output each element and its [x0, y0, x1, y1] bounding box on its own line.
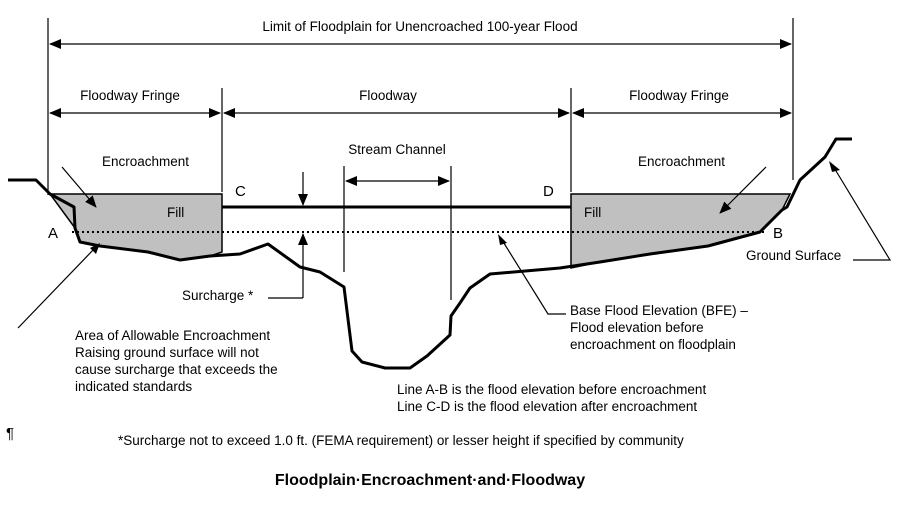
fringe-right-label: Floodway Fringe [629, 88, 729, 103]
fringe-left-label: Floodway Fringe [80, 88, 180, 103]
allowable-line-2: Raising ground surface will not [75, 345, 259, 360]
line-cd-note: Line C-D is the flood elevation after en… [397, 399, 697, 414]
stream-channel-label: Stream Channel [348, 142, 446, 157]
bfe-line-3: encroachment on floodplain [570, 337, 736, 352]
point-c-label: C [235, 183, 246, 200]
encroachment-left-label: Encroachment [102, 154, 189, 169]
encroachment-right-leader [719, 166, 767, 214]
allowable-leader [17, 247, 96, 329]
allowable-line-1: Area of Allowable Encroachment [75, 328, 270, 343]
point-b-label: B [773, 225, 783, 242]
bfe-line-1: Base Flood Elevation (BFE) – [570, 303, 748, 318]
line-ab-note: Line A-B is the flood elevation before e… [397, 382, 706, 397]
allowable-line-4: indicated standards [75, 379, 192, 394]
allowable-arrowhead [90, 243, 100, 254]
point-d-label: D [543, 183, 554, 200]
floodplain-limit-label: Limit of Floodplain for Unencroached 100… [262, 19, 577, 34]
ground-surface-label: Ground Surface [746, 248, 841, 263]
diagram-title: Floodplain·Encroachment·and·Floodway [275, 472, 585, 489]
floodway-label: Floodway [359, 88, 417, 103]
pilcrow-mark: ¶ [6, 425, 14, 442]
ground-surface-arrowhead [829, 161, 840, 172]
fill-right-label: Fill [584, 205, 601, 220]
fill-left-label: Fill [167, 205, 184, 220]
surcharge-label: Surcharge * [182, 288, 254, 303]
bfe-line-2: Flood elevation before [570, 320, 704, 335]
bfe-leader [501, 239, 566, 315]
ground-surface-leader [832, 165, 892, 261]
footnote-text: *Surcharge not to exceed 1.0 ft. (FEMA r… [118, 433, 684, 448]
encroachment-right-label: Encroachment [638, 154, 725, 169]
point-a-label: A [48, 225, 58, 242]
encroachment-left-leader [61, 166, 97, 208]
bfe-arrowhead [498, 234, 507, 245]
allowable-line-3: cause surcharge that exceeds the [75, 362, 278, 377]
